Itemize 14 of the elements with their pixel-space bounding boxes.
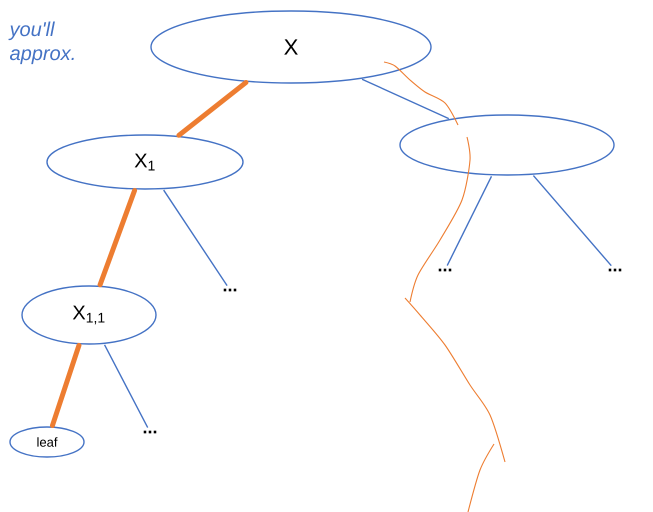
tree-branch [104,344,148,428]
highlighted-branch [50,342,82,428]
handwritten-note: you'll approx. [8,22,74,64]
tree-branch [362,78,450,120]
ellipsis-text: ... [608,268,622,272]
highlighted-branch [98,188,138,288]
tree-node-ellipse [399,114,615,176]
tree-branch [163,190,228,286]
tree-branch [532,175,612,266]
highlighted-branch [176,80,248,138]
ellipsis-text: ... [438,268,452,272]
ellipsis-text: ... [224,288,236,292]
tree-branch [446,176,492,266]
ellipsis-text: ... [144,430,156,434]
